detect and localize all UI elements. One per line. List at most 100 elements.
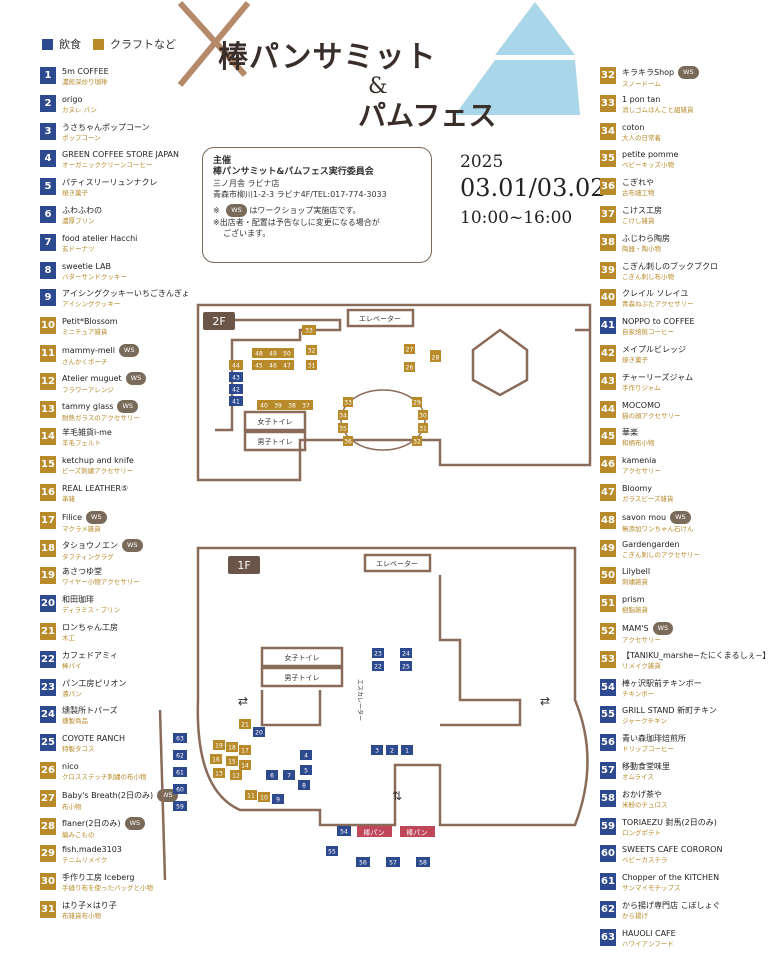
venue: 三ノ月舎 ラビナ店 — [213, 179, 280, 188]
floor1-booth — [298, 780, 310, 790]
vendor-number: 19 — [40, 567, 56, 585]
vendor-name-text: パン工房ピリオン — [62, 678, 127, 688]
vendor-number: 25 — [40, 734, 56, 752]
floor1-booth-number: 13 — [215, 771, 223, 778]
pink-booth-2-label: 棒パン — [406, 828, 427, 837]
vendor-name: カフェドアミィ — [62, 650, 118, 661]
vendor-text: GRILL STAND 新町チキンジャークチキン — [622, 705, 717, 727]
vendor-desc: 羊毛フェルト — [62, 439, 101, 448]
floor1-booth-number: 61 — [176, 770, 184, 777]
floor2-booth — [252, 360, 266, 370]
vendor-name: GREEN COFFEE STORE JAPAN — [62, 149, 179, 160]
vendor-name: Lilybell — [622, 566, 650, 577]
floor1-booth — [386, 745, 398, 755]
vendor-text: おかげ茶や米粉のチュロス — [622, 789, 668, 811]
note-change: ※出店者・配置は予告なしに変更になる場合が — [213, 218, 380, 227]
pink-booth-1 — [357, 826, 392, 837]
vendor-name-text: Gardengarden — [622, 539, 680, 549]
vendor-number: 41 — [600, 317, 616, 335]
vendor-number: 55 — [600, 706, 616, 724]
entrance-arrow-down: ⇅ — [392, 789, 402, 803]
vendor-desc: 特製タコス — [62, 745, 95, 754]
vendor-desc: アイシングクッキー — [62, 300, 121, 309]
vendor-name-text: Bloomy — [622, 483, 653, 493]
floor2-label: 2F — [212, 315, 225, 328]
floor2-booth — [412, 397, 422, 407]
vendor-text: こぎん刺しのブックブクロこぎん刺し布小物 — [622, 261, 718, 283]
event-title: 棒パンサミット & パムフェス — [218, 14, 558, 134]
vendor-name-text: クレイル ソレイユ — [622, 289, 689, 299]
floor2-octagon — [471, 328, 529, 397]
vendor-desc: 焼き菓子 — [62, 189, 88, 198]
floor2-booth-number: 43 — [232, 375, 240, 382]
vendor-name: アイシングクッキーいちごきんぎょ — [62, 288, 189, 299]
vendor-name: origo — [62, 94, 97, 105]
floor1-booth — [416, 857, 430, 867]
vendor-text: クレイル ソレイユ青森ねぶたアクセサリー — [622, 288, 694, 310]
vendor-name-text: チャーリーズジャム — [622, 372, 694, 382]
vendor-desc: 青森ねぶたアクセサリー — [622, 300, 694, 309]
floor2-booth — [285, 400, 299, 410]
vendor-name: food atelier Hacchi — [62, 233, 137, 244]
craft-legend-label: クラフトなど — [110, 38, 176, 51]
floor1-escalator-label: エスカレーター — [356, 679, 364, 721]
floor1-booth-number: 10 — [260, 795, 268, 802]
floor1-booth — [326, 846, 338, 856]
note-ws-text: はワークショップ実施店です。 — [249, 206, 361, 215]
floor2-booth-number: 34 — [339, 413, 347, 420]
vendor-text: ふじわら陶房陶器・陶小物 — [622, 233, 670, 255]
vendor-desc: 無添加ワンちゃん石けん — [622, 524, 694, 533]
floor2-booth — [257, 400, 271, 410]
floor2-booth — [343, 397, 353, 407]
floor2-booth — [229, 384, 243, 394]
floor1-booth — [173, 784, 187, 794]
floor2-booth — [266, 360, 280, 370]
vendor-name-text: 手作り工房 Iceberg — [62, 873, 135, 883]
vendor-desc: 樹脂雑貨 — [622, 606, 648, 615]
ws-badge: WS — [124, 816, 146, 830]
vendor-number: 37 — [600, 205, 616, 223]
vendor-number: 22 — [40, 650, 56, 668]
vendor-name: SWEETS CAFE CORORON — [622, 844, 722, 855]
vendor-number: 59 — [600, 817, 616, 835]
ws-badge: WS — [125, 371, 147, 385]
vendor-name: 手作り工房 Iceberg — [62, 872, 153, 883]
vendor-name: fish.made3103 — [62, 844, 122, 855]
vendor-text: 【TANIKU_marshe~たにくまるしぇ~】(2日のみ)リメイク雑貨 — [622, 650, 768, 672]
floor1-booth-number: 60 — [176, 787, 184, 794]
vendor-name-text: GRILL STAND 新町チキン — [622, 706, 717, 716]
vendor-number: 31 — [40, 900, 56, 918]
floor2-booth-number: 35 — [339, 426, 347, 433]
vendor-text: あさつゆ堂ワイヤー小物アクセサリー — [62, 566, 140, 588]
vendor-desc: オーガニッククリーンコーヒー — [62, 161, 153, 170]
vendor-number: 13 — [40, 400, 56, 418]
vendor-number: 60 — [600, 845, 616, 863]
floor1-booth — [400, 648, 412, 658]
vendor-name: MOCOMO — [622, 400, 681, 411]
vendor-name: NOPPO to COFFEE — [622, 316, 695, 327]
vendor-desc: カヌレ パン — [62, 105, 97, 114]
vendor-number: 14 — [40, 428, 56, 446]
floor2-booth-number: 49 — [269, 351, 277, 358]
floor1-booth-number: 12 — [232, 773, 240, 780]
vendor-desc: ジャークチキン — [622, 717, 667, 726]
vendor-number: 17 — [40, 511, 56, 529]
floor2-booth-number: 38 — [288, 403, 296, 410]
vendor-number: 10 — [40, 317, 56, 335]
vendor-desc: こぎん刺し布小物 — [622, 272, 674, 281]
floor1-elevator-label: エレベーター — [376, 559, 418, 568]
